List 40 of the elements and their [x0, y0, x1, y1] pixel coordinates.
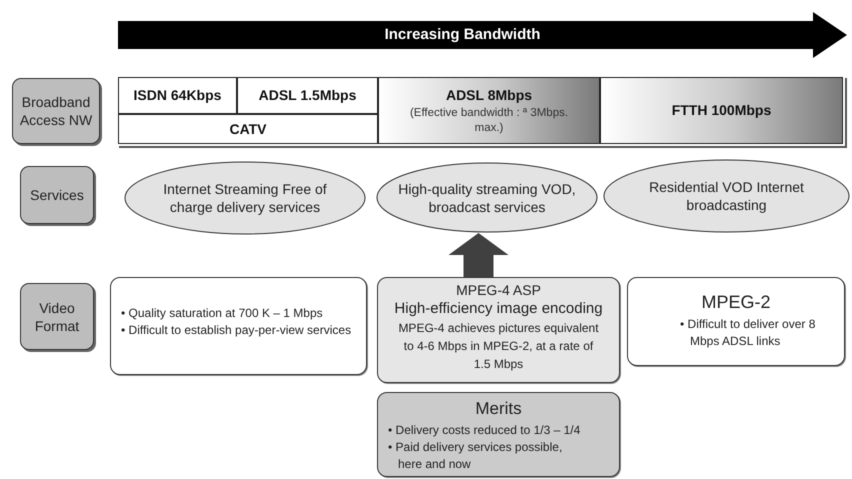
table-cell — [118, 77, 237, 114]
card-text: High-efficiency image encoding — [394, 299, 603, 319]
format-card — [377, 392, 620, 477]
card-text: MPEG-4 achieves pictures equivalent to 4-6 Mbps in MPEG-2, at a rate of 1.5 Mbps — [397, 320, 600, 373]
cell-note: (Effective bandwidth : ª 3Mbps. max.) — [408, 106, 570, 136]
service-ellipse — [376, 162, 598, 233]
cell-text: CATV — [229, 120, 267, 138]
service-text: High-quality streaming VOD, broadcast services — [397, 180, 577, 216]
service-ellipse — [124, 161, 366, 235]
format-card — [627, 277, 845, 366]
bullet-item: • Difficult to establish pay-per-view services — [121, 322, 352, 339]
service-text: Internet Streaming Free of charge delivery services — [162, 180, 328, 216]
card-heading: MPEG-2 — [701, 291, 770, 314]
row-label: Video Format — [34, 298, 80, 334]
row-label-box — [20, 283, 94, 350]
card-heading: MPEG-4 ASP — [456, 281, 541, 299]
card-heading: Merits — [475, 398, 522, 420]
bullet-item: • Delivery costs reduced to 1/3 – 1/4 — [388, 422, 582, 438]
table-cell — [118, 114, 378, 144]
bullet-item: • Paid delivery services possible, here and now — [388, 438, 564, 472]
service-text: Residential VOD Internet broadcasting — [648, 178, 805, 214]
table-cell — [237, 77, 378, 114]
table-cell — [378, 77, 600, 144]
row-label: Broadband Access NW — [18, 93, 94, 129]
cell-text: ADSL 1.5Mbps — [258, 86, 356, 105]
row-label-box — [20, 166, 94, 224]
arrow-label: Increasing Bandwidth — [384, 24, 542, 45]
bullet-item: • Quality saturation at 700 K – 1 Mbps — [121, 305, 324, 322]
cell-text: FTTH 100Mbps — [672, 101, 772, 120]
format-card — [377, 277, 620, 383]
cell-text: ADSL 8Mbps — [446, 86, 532, 105]
cell-text: ISDN 64Kbps — [134, 86, 222, 105]
table-cell — [600, 77, 843, 144]
format-card — [110, 277, 367, 375]
row-label: Services — [29, 186, 85, 204]
bullet-item: • Difficult to deliver over 8 Mbps ADSL links — [680, 316, 816, 350]
bandwidth-arrow — [118, 12, 847, 58]
row-label-box — [12, 78, 100, 144]
up-arrow — [448, 233, 508, 277]
service-ellipse — [603, 159, 850, 233]
